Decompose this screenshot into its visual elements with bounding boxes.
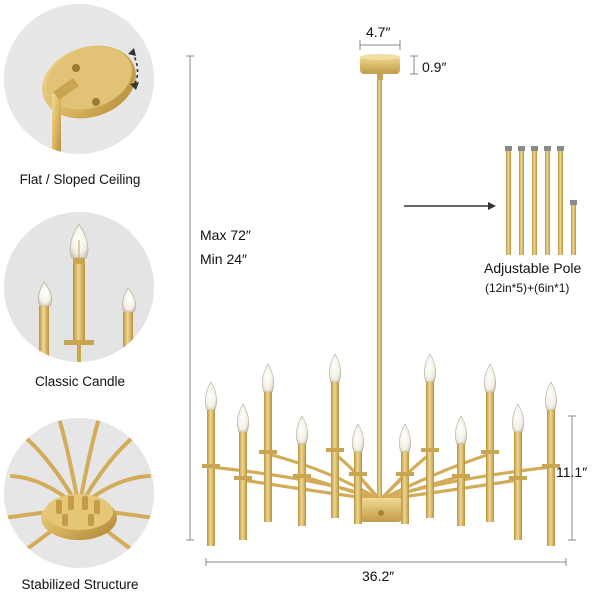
canopy [360, 54, 400, 80]
canopy-height-label: 0.9″ [422, 59, 447, 75]
dimension-lines [186, 40, 576, 566]
candle-lights [202, 353, 560, 546]
ceiling-canopy-icon [4, 4, 154, 154]
candle-bulb-icon [4, 212, 154, 362]
chain-min-label: Min 24″ [200, 251, 247, 267]
pole-title: Adjustable Pole [484, 260, 582, 276]
arm-structure-icon [4, 418, 154, 568]
main-pole [377, 80, 382, 510]
chain-max-label: Max 72″ [200, 227, 251, 243]
pole-pointer-arrow [404, 202, 496, 210]
feature-label-candle: Classic Candle [34, 374, 126, 389]
feature-candle-image [4, 212, 154, 362]
feature-ceiling-image [4, 4, 154, 154]
body-height-label: 11.1″ [556, 464, 588, 480]
pole-detail: (12in*5)+(6in*1) [485, 281, 570, 295]
canopy-width-label: 4.7″ [366, 24, 391, 40]
feature-label-structure: Stabilized Structure [21, 577, 139, 592]
feature-structure-image [4, 418, 154, 568]
body-width-label: 36.2″ [362, 568, 395, 584]
feature-label-ceiling: Flat / Sloped Ceiling [19, 172, 141, 187]
pole-segments [505, 146, 577, 255]
center-hub [360, 498, 402, 522]
